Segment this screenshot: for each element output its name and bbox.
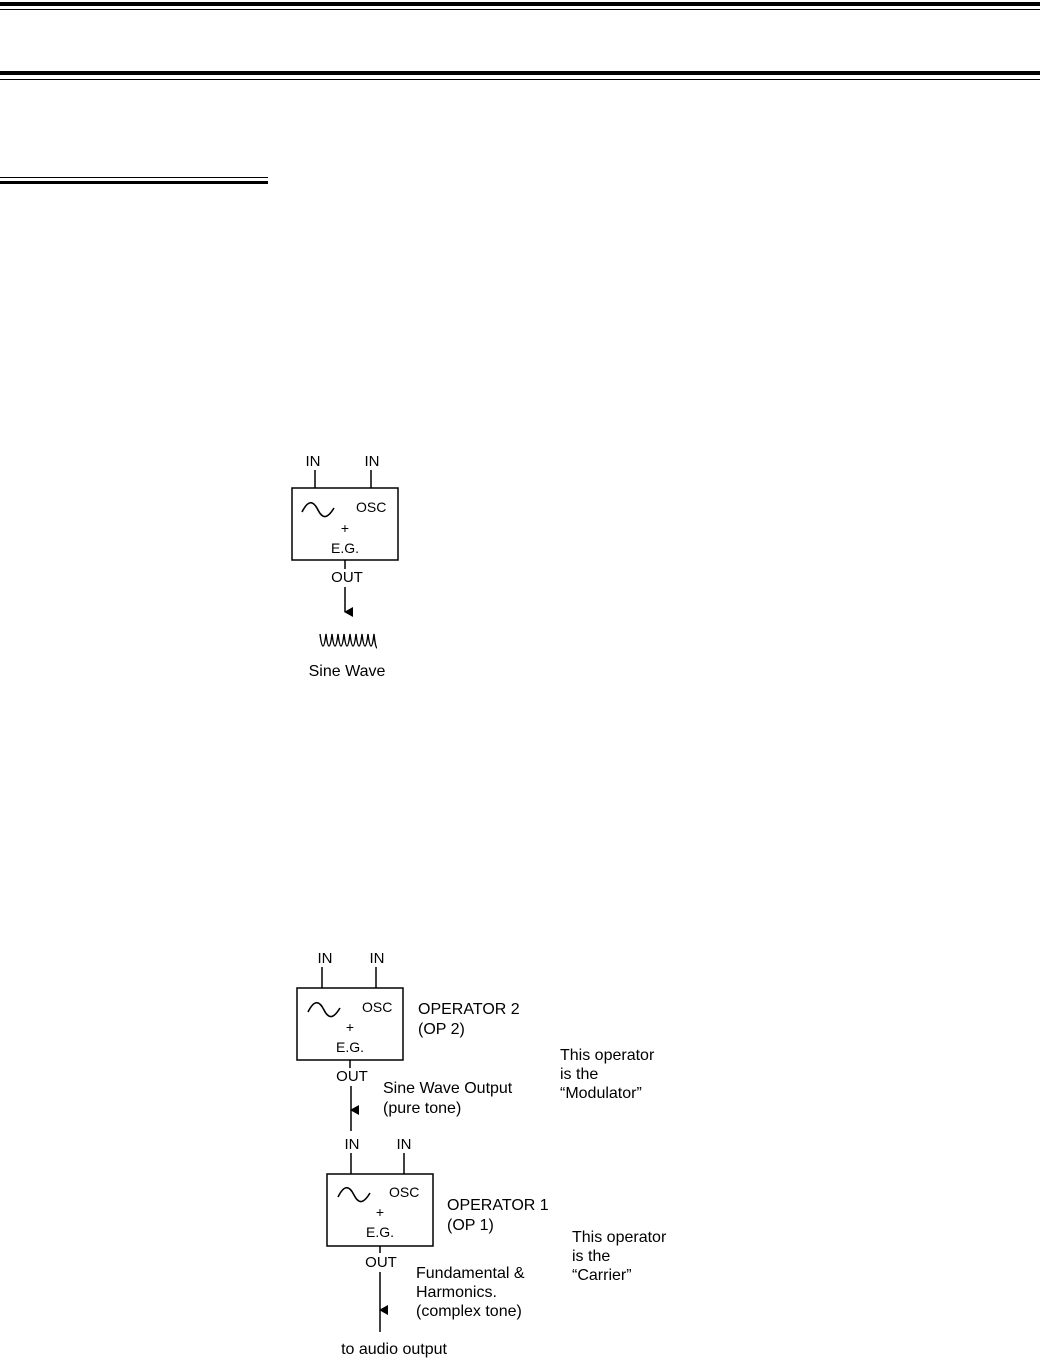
op1-input-label-right: IN <box>397 1136 412 1153</box>
op1-osc-label: OSC <box>389 1184 419 1200</box>
op2-osc-label: OSC <box>362 999 392 1015</box>
audio-output-label: to audio output <box>341 1341 447 1358</box>
operator-diagram-fm: IN IN OSC + E.G. OPERATOR 2 (OP 2) This … <box>296 950 667 1358</box>
op1-role-line2: is the <box>572 1248 610 1265</box>
op2-output-label: OUT <box>336 1068 368 1085</box>
op1-output-label: OUT <box>365 1254 397 1271</box>
modulator-output-line1: Sine Wave Output <box>383 1080 513 1097</box>
op1-sine-symbol-icon <box>337 1186 371 1203</box>
second-rule-thin <box>0 79 1040 80</box>
second-rule-thick <box>0 71 1040 75</box>
sine-wave-caption: Sine Wave <box>309 663 386 680</box>
sine-wave-icon <box>319 633 378 649</box>
carrier-output-line2: Harmonics. <box>416 1284 497 1301</box>
operator-diagram-single: IN IN OSC + E.G. OUT Sine Wave <box>291 453 399 680</box>
input-label-right: IN <box>365 453 380 470</box>
op2-role-line1: This operator <box>560 1047 655 1064</box>
op1-plus-label: + <box>376 1204 384 1220</box>
op2-input-label-right: IN <box>370 950 385 967</box>
op2-sine-symbol-icon <box>307 1001 341 1018</box>
op1-role-line1: This operator <box>572 1229 667 1246</box>
sine-symbol-icon <box>301 501 335 518</box>
modulator-output-line2: (pure tone) <box>383 1100 461 1117</box>
op1-input-label-left: IN <box>345 1136 360 1153</box>
op2-name: OPERATOR 2 <box>418 1001 520 1018</box>
section-rule-thick <box>0 181 268 184</box>
op1-role-line3: “Carrier” <box>572 1267 632 1284</box>
op2-eg-label: E.G. <box>336 1039 364 1055</box>
top-rule-thick <box>0 2 1040 6</box>
op2-input-label-left: IN <box>318 950 333 967</box>
plus-label: + <box>341 520 349 536</box>
op1-name: OPERATOR 1 <box>447 1197 549 1214</box>
op2-role-line2: is the <box>560 1066 598 1083</box>
op1-eg-label: E.G. <box>366 1224 394 1240</box>
carrier-output-line3: (complex tone) <box>416 1303 522 1320</box>
op1-short-name: (OP 1) <box>447 1217 494 1234</box>
eg-label: E.G. <box>331 540 359 556</box>
op2-role-line3: “Modulator” <box>560 1085 642 1102</box>
top-rule-thin <box>0 9 1040 10</box>
osc-label: OSC <box>356 499 386 515</box>
carrier-output-line1: Fundamental & <box>416 1265 525 1282</box>
section-rule-thin <box>0 177 268 178</box>
op2-plus-label: + <box>346 1019 354 1035</box>
output-label: OUT <box>331 569 363 586</box>
input-label-left: IN <box>306 453 321 470</box>
op2-short-name: (OP 2) <box>418 1021 465 1038</box>
